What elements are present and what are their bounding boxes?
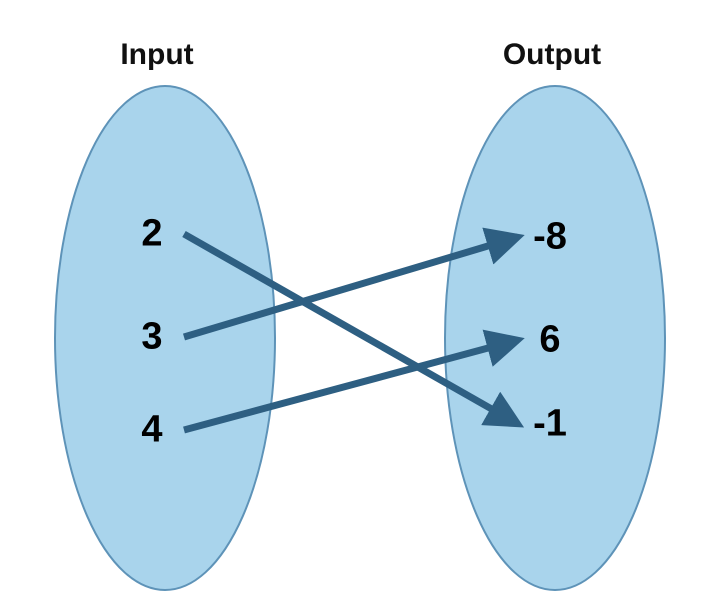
input-title: Input bbox=[120, 38, 194, 71]
input-set-ellipse bbox=[54, 85, 276, 591]
right-item: -8 bbox=[533, 215, 567, 258]
left-item: 2 bbox=[141, 212, 163, 255]
arrow-3-to--8 bbox=[182, 227, 525, 341]
output-title: Output bbox=[502, 38, 602, 71]
mapping-arrows bbox=[182, 227, 525, 434]
output-set-ellipse bbox=[444, 85, 666, 591]
right-item: -1 bbox=[533, 402, 567, 445]
arrow-2-to--1 bbox=[182, 230, 525, 428]
left-item: 4 bbox=[141, 408, 163, 451]
left-item: 3 bbox=[141, 315, 163, 358]
arrow-4-to-6 bbox=[183, 329, 525, 434]
right-item: 6 bbox=[539, 318, 561, 361]
